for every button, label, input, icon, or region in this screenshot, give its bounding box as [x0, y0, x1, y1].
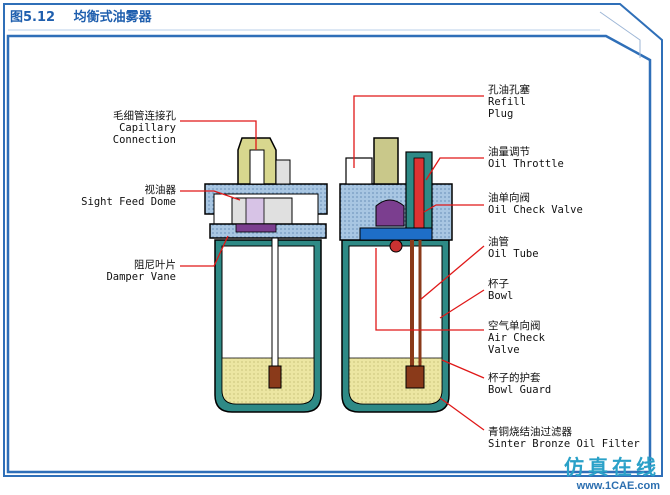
label-capillary: 毛细管连接孔 Capillary Connection	[90, 110, 176, 146]
page-frame	[3, 3, 663, 477]
label-bowl-en1: Bowl	[488, 290, 514, 302]
label-bowl-zh: 杯子	[488, 278, 509, 290]
watermark-url: www.1CAE.com	[576, 480, 660, 492]
label-damper: 阻尼叶片 Damper Vane	[80, 259, 176, 283]
label-refill-en2: Plug	[488, 108, 514, 120]
figure-number: 图5.12	[10, 10, 56, 25]
label-oil-tube-zh: 油管	[488, 236, 509, 248]
label-capillary-en1: Capillary	[119, 122, 176, 134]
label-sinter-en1: Sinter Bronze Oil Filter	[488, 438, 640, 450]
watermark: 仿真在线 www.1CAE.com	[564, 451, 660, 492]
label-bowl-guard-en1: Bowl Guard	[488, 384, 552, 396]
label-sight-dome: 视油器 Sight Feed Dome	[60, 184, 176, 208]
label-capillary-zh: 毛细管连接孔	[113, 110, 176, 122]
label-check-valve: 油单向阀 Oil Check Valve	[488, 192, 583, 216]
label-damper-en1: Damper Vane	[106, 271, 176, 283]
figure-title: 图5.12 均衡式油雾器	[10, 6, 166, 25]
label-throttle-en1: Oil Throttle	[488, 158, 564, 170]
label-throttle-zh: 油量调节	[488, 146, 530, 158]
label-bowl-guard-zh: 杯子的护套	[488, 372, 541, 384]
label-air-check-en1: Air Check	[488, 332, 545, 344]
label-oil-tube: 油管 Oil Tube	[488, 236, 539, 260]
label-refill: 孔油孔塞 Refill Plug	[488, 84, 530, 120]
label-bowl: 杯子 Bowl	[488, 278, 513, 302]
label-refill-en1: Refill	[488, 96, 526, 108]
label-capillary-en2: Connection	[112, 134, 176, 146]
left-lubricator	[204, 137, 328, 413]
label-air-check-zh: 空气单向阀	[488, 320, 541, 332]
label-sight-dome-en1: Sight Feed Dome	[81, 196, 176, 208]
right-lubricator	[339, 137, 453, 413]
label-damper-zh: 阻尼叶片	[134, 259, 176, 271]
label-sight-dome-zh: 视油器	[144, 184, 177, 196]
label-air-check: 空气单向阀 Air Check Valve	[488, 320, 545, 356]
label-air-check-en2: Valve	[488, 344, 520, 356]
watermark-text: 仿真在线	[564, 455, 660, 479]
label-check-valve-zh: 油单向阀	[488, 192, 530, 204]
label-sinter-zh: 青铜烧结油过滤器	[488, 426, 572, 438]
label-refill-zh: 孔油孔塞	[488, 84, 530, 96]
label-oil-tube-en1: Oil Tube	[488, 248, 539, 260]
label-throttle: 油量调节 Oil Throttle	[488, 146, 564, 170]
label-check-valve-en1: Oil Check Valve	[488, 204, 583, 216]
label-bowl-guard: 杯子的护套 Bowl Guard	[488, 372, 551, 396]
figure-caption: 均衡式油雾器	[73, 10, 152, 25]
leader-lines	[180, 95, 485, 431]
label-sinter: 青铜烧结油过滤器 Sinter Bronze Oil Filter	[488, 426, 640, 450]
